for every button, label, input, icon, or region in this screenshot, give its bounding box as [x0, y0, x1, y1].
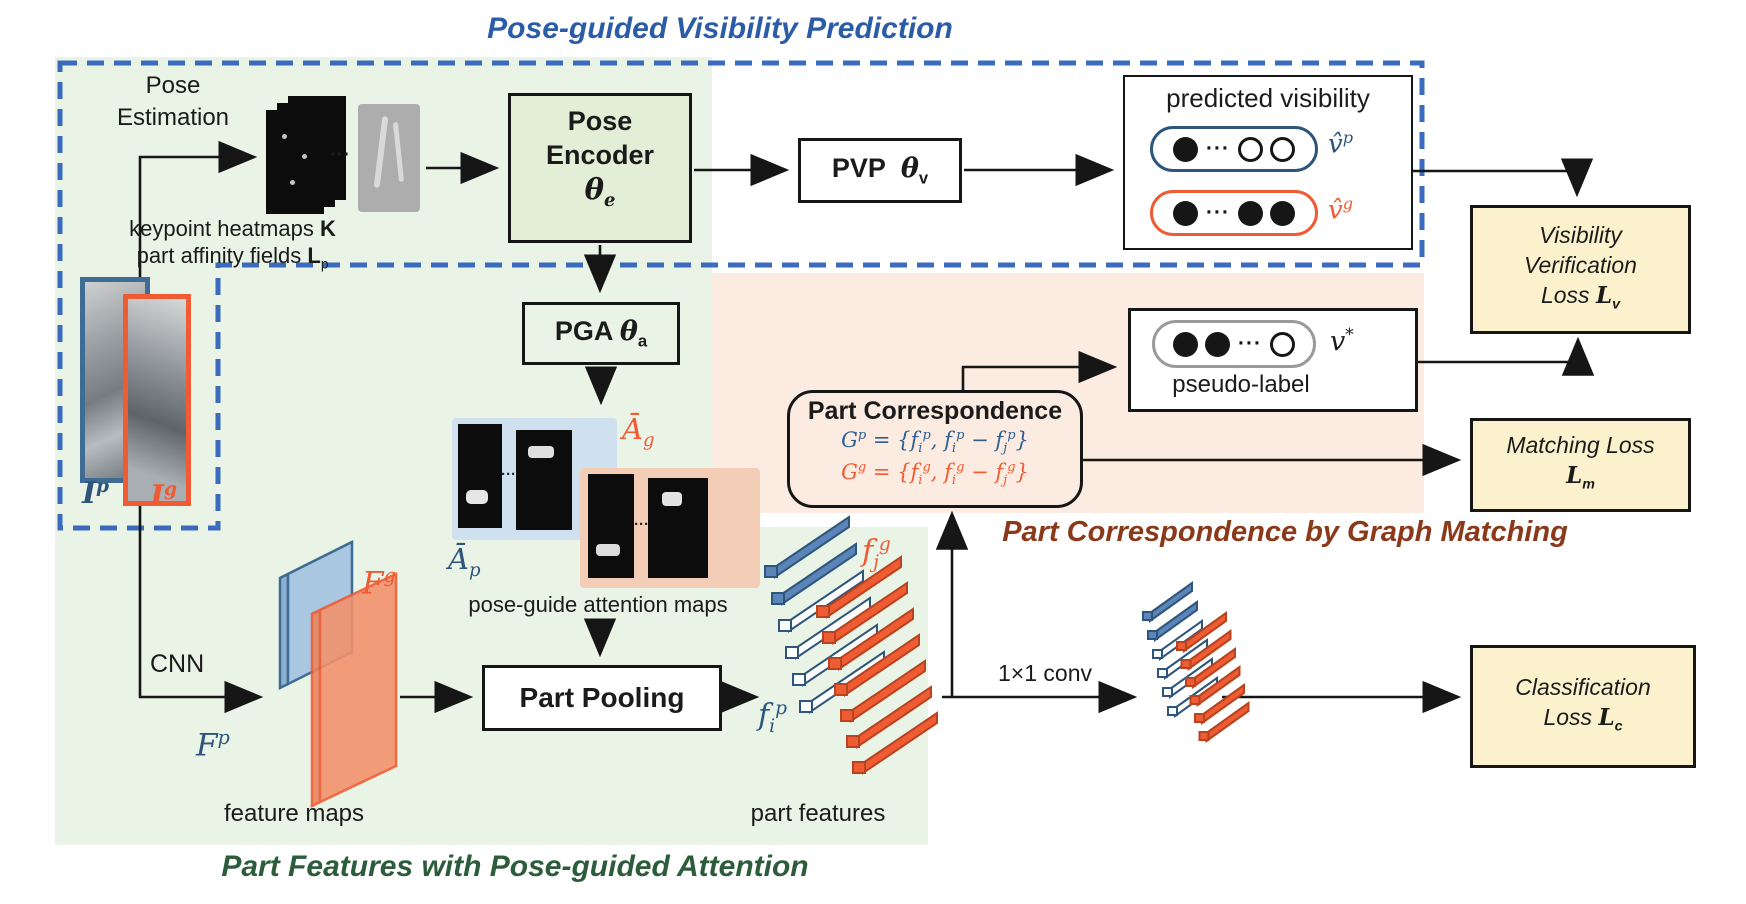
predicted-visibility-title: predicted visibility — [1166, 83, 1370, 113]
visibility-dot — [1173, 331, 1198, 357]
gallery-image-label: Ig — [150, 479, 178, 514]
visibility-dot — [1173, 136, 1198, 162]
gallery-image — [123, 294, 191, 506]
ellipsis: ··· — [1206, 137, 1230, 160]
pvp-label: PVP θv — [831, 152, 929, 188]
paf-tile — [358, 104, 420, 212]
pga-box: PGA θa — [522, 302, 680, 365]
dashed-outline — [57, 60, 1425, 531]
matching-loss-box: Matching Loss Lm — [1470, 418, 1691, 512]
matching-loss-line1: Matching Loss — [1506, 432, 1655, 459]
pose-estimation-label: Pose Estimation — [88, 70, 258, 134]
heatmap-tile-front — [266, 110, 324, 214]
part-correspondence-title: Part Correspondence — [807, 397, 1063, 425]
title-graph-matching: Part Correspondence by Graph Matching — [1002, 516, 1568, 548]
pvp-box: PVP θv — [798, 138, 962, 203]
feature-map-orange-slab — [310, 572, 398, 809]
visibility-dot — [1237, 200, 1263, 226]
attention-tile-p1 — [458, 424, 502, 528]
correspondence-formula-g: Gg = {fig, fig − fjg} — [841, 460, 1029, 489]
correspondence-formula-p: Gp = {fip, fip − fjp} — [841, 428, 1029, 457]
part-features-stack — [735, 502, 975, 802]
pose-encoder-theta: θe — [584, 172, 616, 211]
visibility-dot — [1173, 200, 1198, 226]
attention-dots-p: ··· — [501, 466, 516, 483]
visibility-loss-line2: Verification — [1524, 251, 1637, 278]
part-feature-g-label: fjg — [862, 534, 891, 573]
visibility-loss-line1: Visibility — [1539, 221, 1622, 248]
visibility-dot — [1237, 136, 1263, 162]
attention-label-g: Āg — [622, 412, 655, 451]
visibility-dot — [1269, 331, 1295, 357]
conv-label: 1×1 conv — [998, 660, 1092, 686]
pseudo-label-caption: pseudo-label — [1172, 371, 1310, 398]
feature-maps-caption: feature maps — [223, 800, 365, 827]
pose-encoder-box: Pose Encoder θe — [508, 93, 692, 243]
pose-estimation-line1: Pose — [145, 72, 201, 99]
attention-tile-g1 — [588, 474, 634, 578]
title-visibility-prediction: Pose-guided Visibility Prediction — [487, 12, 953, 45]
classification-loss-line2: Loss Lc — [1543, 703, 1623, 735]
arrow-predvis-to-vloss — [1413, 158, 1594, 198]
conv-features-stack — [1133, 576, 1303, 791]
attention-tile-g2 — [648, 478, 708, 578]
part-pooling-label: Part Pooling — [519, 682, 685, 713]
ellipsis: ··· — [1206, 201, 1230, 224]
arrow-pseudo-to-vloss — [1418, 336, 1595, 376]
part-pooling-box: Part Pooling — [482, 665, 722, 731]
heatmap-caption-1: keypoint heatmaps K — [129, 216, 336, 241]
pose-estimation-line2: Estimation — [116, 104, 230, 131]
part-features-caption: part features — [750, 800, 886, 827]
part-correspondence-box: Part Correspondence Gp = {fip, fip − fjp… — [787, 390, 1083, 508]
matching-loss-line2: Lm — [1566, 462, 1595, 493]
visibility-capsule-g-label: v̂g — [1328, 194, 1354, 226]
classification-loss-box: Classification Loss Lc — [1470, 645, 1696, 768]
visibility-loss-line3: Loss Lv — [1540, 281, 1621, 313]
ellipsis: ··· — [1238, 332, 1262, 355]
visibility-dot — [1269, 136, 1295, 162]
pseudo-label-vstar: v* — [1330, 324, 1354, 357]
line-cnn-branch — [138, 505, 264, 714]
heatmap-dots: ··· — [330, 144, 350, 166]
visibility-capsule-p-label: v̂p — [1328, 128, 1354, 160]
pseudo-label-capsule: ··· — [1152, 320, 1316, 368]
title-part-features: Part Features with Pose-guided Attention — [221, 850, 809, 883]
arrow-correspondence-to-pseudo — [961, 350, 1118, 390]
pose-encoder-line2: Encoder — [545, 140, 655, 170]
heatmap-caption-2: part affinity fields Lp — [136, 243, 329, 272]
visibility-dot — [1269, 200, 1295, 226]
visibility-capsule-p: ··· — [1150, 126, 1318, 172]
cnn-label: CNN — [150, 650, 205, 678]
probe-image-label: Ip — [82, 476, 110, 511]
attention-caption: pose-guide attention maps — [468, 592, 728, 617]
attention-dots-g: ··· — [634, 516, 649, 533]
arrow-images-to-heatmaps — [138, 140, 258, 278]
pose-encoder-line1: Pose — [567, 106, 633, 136]
attention-label-p: Āp — [448, 542, 481, 581]
part-feature-p-label: fip — [758, 698, 787, 737]
feature-map-p-label: Fp — [196, 726, 230, 764]
visibility-capsule-g: ··· — [1150, 190, 1318, 236]
feature-map-g-label: Fg — [362, 564, 396, 602]
visibility-loss-box: Visibility Verification Loss Lv — [1470, 205, 1691, 334]
pga-label: PGA θa — [554, 315, 648, 351]
attention-tile-p2 — [516, 430, 572, 530]
classification-loss-line1: Classification — [1515, 673, 1651, 700]
visibility-dot — [1205, 331, 1230, 357]
